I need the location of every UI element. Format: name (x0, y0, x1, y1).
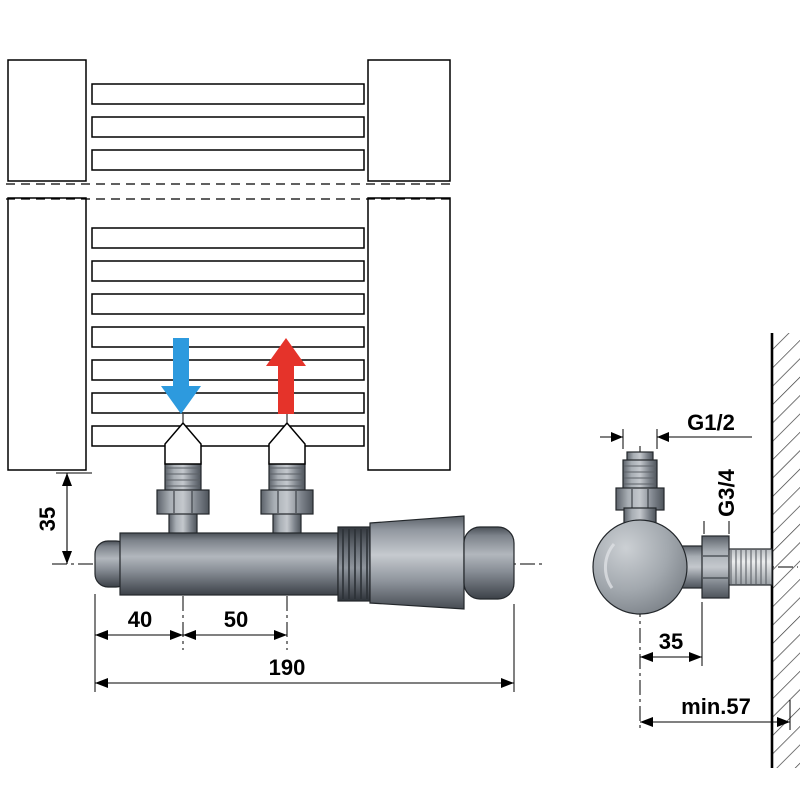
radiator-rung (91, 359, 365, 381)
connection-cone-tip (268, 421, 306, 465)
top-connection-threads (622, 459, 658, 491)
connection-cone-tip (164, 421, 202, 465)
radiator-collector-right-upper (367, 59, 451, 182)
thermostatic-head (369, 515, 465, 610)
dimension-g34: G3/4 (703, 468, 739, 534)
dim-35-right-label: 35 (659, 629, 683, 654)
side-nut-facets (703, 555, 728, 579)
dim-40-label: 40 (128, 607, 152, 632)
valve-ball-body (592, 519, 688, 615)
head-end-cap (463, 526, 515, 600)
wall (770, 333, 800, 768)
dimension-190: 190 (95, 655, 514, 688)
dim-190-label: 190 (269, 655, 306, 680)
radiator-section (6, 59, 452, 471)
dimension-35-right: 35 (640, 602, 703, 666)
side-nut (701, 535, 730, 599)
dimension-g12: G1/2 (600, 410, 752, 449)
nut-facets (277, 491, 297, 513)
radiator-rung (91, 116, 365, 138)
radiator-rung (91, 326, 365, 348)
top-thread-lines (624, 465, 656, 485)
connection-tailpiece (268, 461, 306, 493)
dimension-40-50: 40 50 (94, 594, 515, 692)
top-connection-nut (615, 487, 665, 511)
radiator-collector-right-lower (367, 197, 451, 471)
connection-tailpiece (164, 461, 202, 493)
dimension-min57: min.57 (640, 694, 791, 730)
radiator-collector-left-upper (7, 59, 87, 182)
body-main (119, 532, 339, 596)
flow-in-arrow-icon (161, 338, 201, 414)
radiator-rung (91, 425, 365, 447)
dim-35-left-label: 35 (35, 507, 60, 531)
flow-out-arrow-icon (266, 338, 306, 414)
ring-ribs (342, 529, 368, 599)
top-nut-facets (631, 489, 649, 509)
tailpiece-threads (270, 467, 304, 487)
tailpiece-threads (166, 467, 200, 487)
ball-highlight (603, 543, 616, 589)
radiator-rung (91, 83, 365, 105)
dim-min57-label: min.57 (681, 694, 751, 719)
radiator-rung (91, 392, 365, 414)
tailpiece-thread-lines (730, 550, 767, 584)
connection-nut (260, 489, 314, 515)
radiator-rung (91, 293, 365, 315)
radiator-rung (91, 260, 365, 282)
nut-facets (173, 491, 193, 513)
thread-size-side-label: G3/4 (714, 468, 739, 516)
wall-hatching (772, 333, 800, 768)
wall-tailpiece (724, 548, 773, 586)
dim-50-label: 50 (224, 607, 248, 632)
flow-direction-arrows (161, 338, 306, 414)
radiator-rung (91, 227, 365, 249)
thread-size-top-label: G1/2 (687, 410, 735, 435)
radiator-collector-left-lower (7, 197, 87, 471)
valve-body-side-view (94, 515, 515, 610)
radiator-rung (91, 149, 365, 171)
dimension-35-left: 35 (35, 472, 92, 564)
connection-nut (156, 489, 210, 515)
corner-valve (592, 451, 773, 615)
